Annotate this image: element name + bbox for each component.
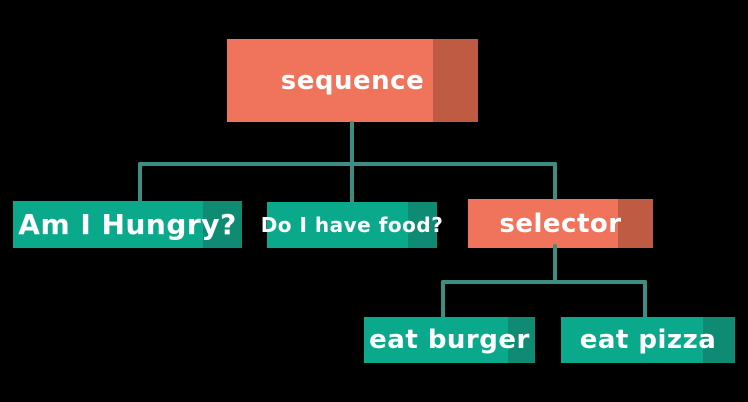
connector-drop-am-i-hungry [138, 162, 142, 202]
connector-drop-eat-pizza [643, 280, 647, 318]
connector-selector-children-rail [441, 280, 647, 284]
node-label: selector [499, 208, 622, 239]
node-am-i-hungry: Am I Hungry? [13, 201, 242, 248]
node-sequence: sequence [227, 39, 478, 122]
connector-drop-do-i-have-food [350, 162, 354, 203]
node-eat-pizza: eat pizza [561, 317, 735, 363]
node-accent-strip [703, 317, 735, 363]
node-label: Do I have food? [260, 213, 444, 237]
node-label: sequence [280, 65, 425, 96]
node-accent-strip [408, 202, 437, 248]
connector-sequence-children-rail [138, 162, 557, 166]
node-label: eat pizza [579, 325, 717, 355]
connector-sequence-stem [350, 121, 354, 166]
node-label: Am I Hungry? [18, 208, 237, 241]
node-label: eat burger [369, 325, 530, 355]
node-selector: selector [468, 199, 653, 248]
node-accent-strip [508, 317, 535, 363]
connector-drop-selector [553, 162, 557, 200]
node-accent-strip [433, 39, 478, 122]
node-eat-burger: eat burger [364, 317, 535, 363]
connector-selector-stem [553, 244, 557, 284]
connector-drop-eat-burger [441, 280, 445, 318]
node-do-i-have-food: Do I have food? [261, 202, 443, 248]
node-accent-strip [203, 201, 242, 248]
node-accent-strip [618, 199, 653, 248]
